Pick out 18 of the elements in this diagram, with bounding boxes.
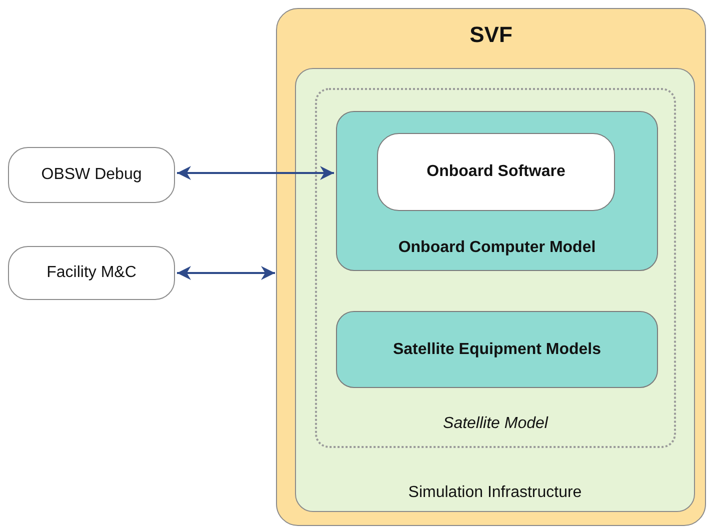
box-label: Onboard Computer Model [398,238,596,258]
box-label: Facility M&C [46,263,136,283]
panel-label: Simulation Infrastructure [408,483,582,503]
interface-box [8,147,175,203]
model-box [336,311,658,388]
inner-panel [295,68,695,512]
double-arrow [177,166,334,180]
dotted-group [315,88,676,448]
box-label: Satellite Equipment Models [392,340,602,360]
box-label: OBSW Debug [41,165,142,185]
outer-panel [276,8,706,526]
box-label: Onboard Software [426,162,566,182]
panel-title: SVF [470,21,512,48]
group-label: Satellite Model [443,414,548,434]
software-box [377,133,615,211]
interface-box [8,246,175,300]
model-box [336,111,658,271]
double-arrow [177,266,275,280]
